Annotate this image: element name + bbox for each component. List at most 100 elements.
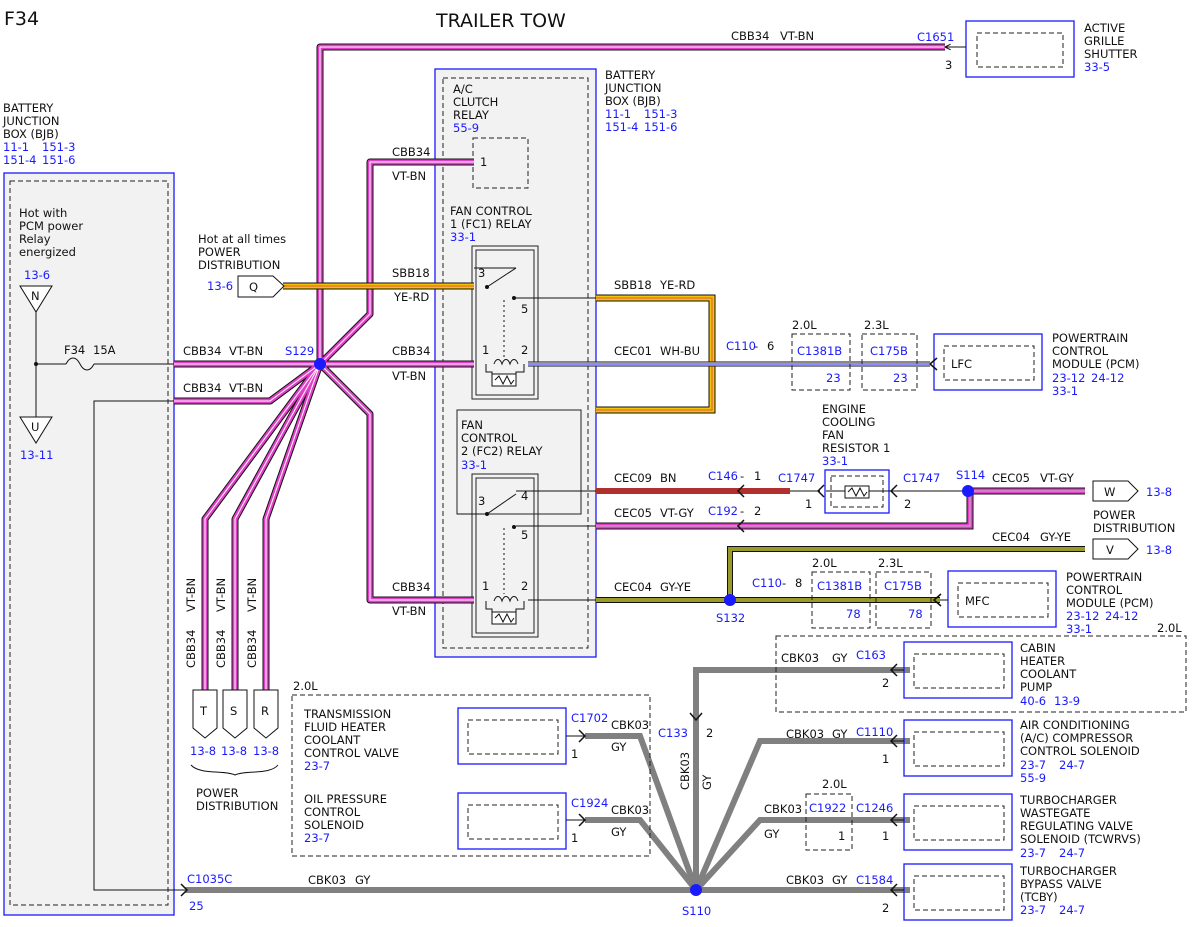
svg-text:VT-BN: VT-BN — [214, 578, 228, 612]
svg-text:POWER: POWER — [198, 245, 241, 259]
splice-s132 — [724, 594, 736, 606]
bjb-left-title-3: BOX (BJB) — [3, 127, 59, 141]
svg-text:13-8: 13-8 — [1146, 543, 1172, 557]
svg-text:POWERTRAIN: POWERTRAIN — [1066, 570, 1142, 584]
splice-s114 — [962, 485, 974, 497]
svg-text:CBB34: CBB34 — [245, 630, 259, 668]
fc2-pin-4: 4 — [521, 489, 528, 503]
ac-relay-title-3: RELAY — [453, 108, 490, 122]
c133-pin: 2 — [706, 726, 713, 740]
fc2-relay-title-1: FAN — [461, 418, 483, 432]
svg-text:(A/C) COMPRESSOR: (A/C) COMPRESSOR — [1020, 731, 1133, 745]
svg-text:Hot at all times: Hot at all times — [198, 232, 286, 246]
svg-text:CBB34: CBB34 — [392, 580, 430, 594]
svg-text:C1702: C1702 — [571, 711, 608, 725]
svg-text:VT-BN: VT-BN — [780, 29, 814, 43]
svg-text:GY: GY — [764, 827, 780, 841]
svg-text:YE-RD: YE-RD — [659, 278, 695, 292]
power-dist-q: Hot at all times POWER DISTRIBUTION 13-6… — [198, 232, 286, 298]
svg-text:CONTROL: CONTROL — [1066, 583, 1123, 597]
svg-text:33-1: 33-1 — [1066, 622, 1092, 636]
svg-text:VT-GY: VT-GY — [660, 506, 695, 520]
svg-text:2: 2 — [882, 676, 889, 690]
svg-text:CBB34: CBB34 — [183, 344, 221, 358]
gyye-wires — [596, 546, 1085, 603]
power-dist-right: W 13-8 POWER DISTRIBUTION V 13-8 — [1092, 480, 1175, 560]
splice-s114-label: S114 — [956, 468, 985, 482]
svg-text:Q: Q — [249, 280, 258, 294]
connector-u-ref: 13-11 — [20, 448, 53, 462]
svg-text:VT-BN: VT-BN — [245, 578, 259, 612]
svg-text:24-7: 24-7 — [1059, 758, 1085, 772]
bjb-center-title-3: BOX (BJB) — [605, 94, 661, 108]
svg-text:OIL PRESSURE: OIL PRESSURE — [304, 792, 387, 806]
svg-text:23-7: 23-7 — [1020, 903, 1046, 917]
c133-label: C133 — [658, 726, 688, 740]
fc1-pin-2: 2 — [521, 343, 528, 357]
svg-text:GY: GY — [355, 873, 371, 887]
svg-text:23: 23 — [826, 371, 841, 385]
svg-text:W: W — [1104, 485, 1115, 499]
svg-text:POWER: POWER — [196, 786, 239, 800]
bjb-center-ref-1: 11-1 — [605, 107, 631, 121]
fc2-pin-2: 2 — [521, 579, 528, 593]
svg-text:REGULATING VALVE: REGULATING VALVE — [1020, 819, 1133, 833]
lower-inline-connectors: C110 - 8 2.0L C1381B 78 2.3L C175B 78 — [752, 556, 932, 629]
svg-text:2: 2 — [754, 504, 761, 518]
fc1-pin-1: 1 — [482, 343, 489, 357]
connector-w-icon — [1092, 480, 1139, 502]
svg-text:2: 2 — [904, 497, 911, 511]
svg-text:13-8: 13-8 — [190, 744, 216, 758]
svg-text:2.0L: 2.0L — [293, 679, 318, 693]
svg-text:-: - — [740, 469, 744, 483]
svg-text:C163: C163 — [856, 648, 886, 662]
svg-text:SBB18: SBB18 — [614, 278, 652, 292]
fuse-rating: 15A — [93, 343, 116, 357]
svg-text:SOLENOID: SOLENOID — [304, 818, 364, 832]
svg-text:BYPASS VALVE: BYPASS VALVE — [1020, 877, 1102, 891]
active-grille-shutter: C1651 3 ACTIVE GRILLE SHUTTER 33-5 — [917, 20, 1137, 78]
svg-text:SOLENOID (TCWRVS): SOLENOID (TCWRVS) — [1020, 832, 1141, 846]
fuse-name: F34 — [64, 343, 85, 357]
connector-v-icon — [1092, 538, 1139, 560]
svg-text:LFC: LFC — [951, 357, 972, 371]
svg-text:(TCBY): (TCBY) — [1020, 890, 1058, 904]
fc2-pin-1: 1 — [482, 579, 489, 593]
svg-text:VT-BN: VT-BN — [392, 169, 426, 183]
pcm-upper: LFC POWERTRAIN CONTROL MODULE (PCM) 23-1… — [928, 331, 1139, 398]
svg-text:24-7: 24-7 — [1059, 903, 1085, 917]
svg-text:C1747: C1747 — [778, 471, 815, 485]
svg-text:C1924: C1924 — [571, 796, 608, 810]
svg-text:CEC04: CEC04 — [614, 580, 652, 594]
svg-text:CONTROL: CONTROL — [304, 805, 361, 819]
svg-text:C1381B: C1381B — [797, 344, 842, 358]
svg-text:2: 2 — [882, 901, 889, 915]
svg-text:C192: C192 — [708, 504, 738, 518]
upper-inline-connectors: C110 - 6 2.0L C1381B 23 2.3L C175B 23 — [726, 318, 918, 391]
svg-text:VT-BN: VT-BN — [184, 578, 198, 612]
svg-text:24-12: 24-12 — [1105, 609, 1138, 623]
svg-text:C1651: C1651 — [917, 30, 954, 44]
splice-s110 — [690, 884, 702, 896]
bjb-left-ref-4: 151-6 — [42, 153, 75, 167]
svg-text:C1584: C1584 — [856, 873, 893, 887]
svg-text:TURBOCHARGER: TURBOCHARGER — [1019, 793, 1117, 807]
svg-text:BN: BN — [660, 471, 677, 485]
svg-text:1: 1 — [882, 752, 889, 766]
svg-text:GY: GY — [832, 727, 848, 741]
bjb-center-title-2: JUNCTION — [604, 81, 662, 95]
bjb-left-title-2: JUNCTION — [2, 114, 60, 128]
svg-text:CONTROL SOLENOID: CONTROL SOLENOID — [1020, 744, 1140, 758]
svg-text:YE-RD: YE-RD — [393, 290, 429, 304]
svg-text:CBK03: CBK03 — [786, 873, 824, 887]
fc1-relay-title-1: FAN CONTROL — [450, 204, 532, 218]
svg-text:COOLING: COOLING — [822, 415, 875, 429]
svg-text:8: 8 — [795, 576, 802, 590]
svg-text:40-6: 40-6 — [1020, 694, 1046, 708]
svg-text:HEATER: HEATER — [1020, 654, 1065, 668]
fc2-pin-3: 3 — [478, 494, 485, 508]
svg-text:ENGINE: ENGINE — [822, 402, 866, 416]
c133-arrow-icon — [689, 712, 703, 722]
svg-text:GY: GY — [832, 651, 848, 665]
gray-wires — [185, 667, 910, 893]
